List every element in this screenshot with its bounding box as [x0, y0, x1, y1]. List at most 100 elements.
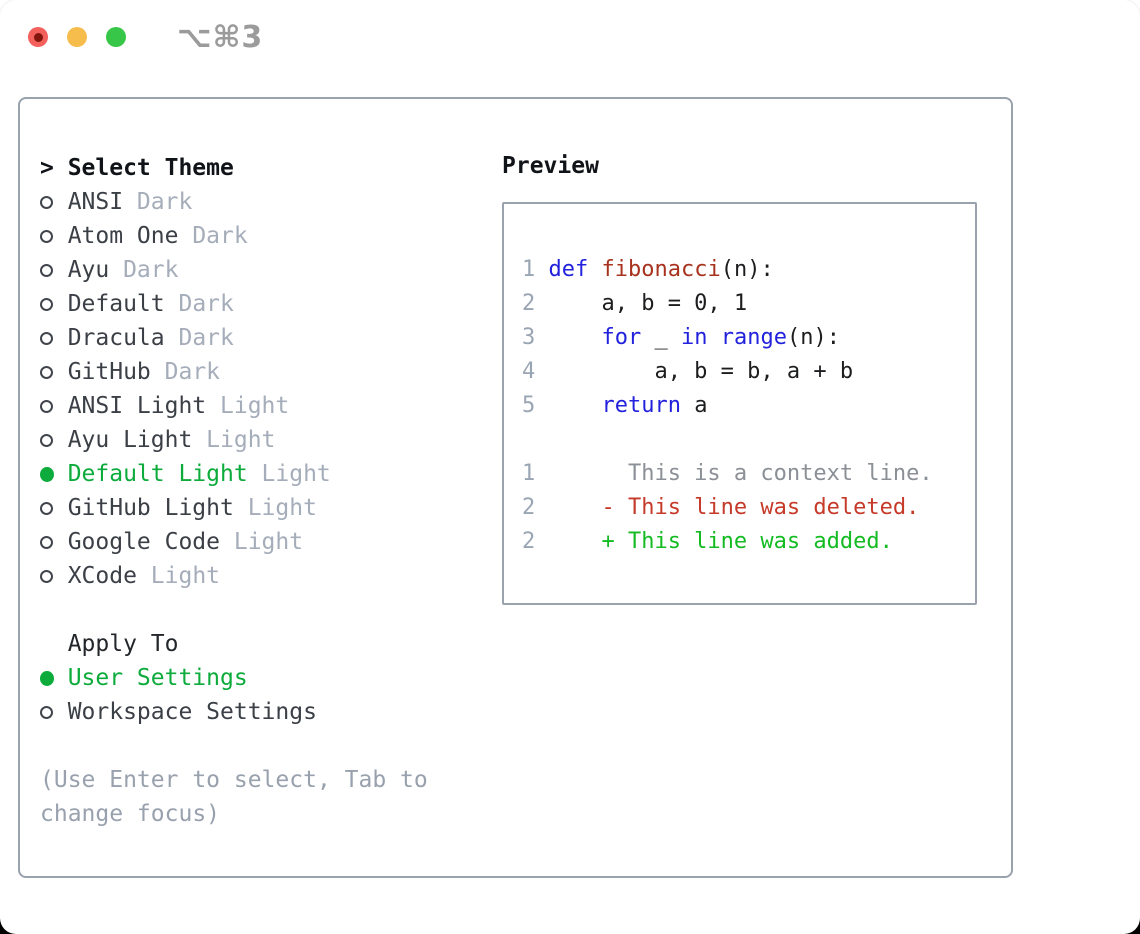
code-line: 5 return a — [522, 388, 975, 422]
theme-variant-label: Light — [233, 529, 304, 555]
theme-name: Ayu Light — [67, 427, 193, 453]
diff-added-line: 2 + This line was added. — [522, 524, 975, 558]
code-line: 2 a, b = 0, 1 — [522, 286, 975, 320]
apply-option-label: Workspace Settings — [67, 699, 317, 725]
apply-option-label: User Settings — [67, 665, 248, 691]
theme-variant-label: Light — [261, 461, 331, 487]
theme-variant-label: Dark — [178, 291, 234, 317]
radio-icon — [40, 195, 54, 209]
titlebar: ⌥⌘3 — [0, 0, 1140, 74]
theme-option-github-light[interactable]: GitHub Light Light — [40, 491, 490, 525]
radio-selected-icon — [40, 466, 54, 482]
code-token: a, b = 0, 1 — [548, 290, 748, 316]
code-token: fibonacci — [601, 256, 721, 282]
code-token: This is a context line. — [548, 460, 933, 486]
theme-name: ANSI Light — [67, 393, 207, 419]
code-token — [548, 325, 601, 350]
theme-option-ansi[interactable]: ANSI Dark — [40, 185, 490, 219]
line-number: 2 — [522, 528, 536, 554]
apply-option-workspace-settings[interactable]: Workspace Settings — [40, 695, 490, 729]
code-token: (n): — [786, 324, 840, 350]
blank-line — [522, 422, 975, 456]
code-token: (n): — [720, 256, 774, 282]
theme-variant-label: Light — [150, 563, 221, 589]
line-number: 4 — [522, 358, 536, 384]
theme-variant-label: Dark — [178, 325, 234, 351]
theme-option-dracula[interactable]: Dracula Dark — [40, 321, 490, 355]
select-theme-title: Select Theme — [67, 155, 234, 181]
theme-option-github[interactable]: GitHub Dark — [40, 355, 490, 389]
theme-option-ayu[interactable]: Ayu Dark — [40, 253, 490, 287]
radio-icon — [40, 399, 54, 413]
theme-name: Atom One — [67, 223, 179, 249]
preview-title: Preview — [502, 153, 599, 179]
code-token: _ — [641, 324, 681, 350]
diff-deleted-line: 2 - This line was deleted. — [522, 490, 975, 524]
code-line: 3 for _ in range(n): — [522, 320, 975, 354]
theme-variant-label: Light — [247, 495, 317, 521]
theme-name: Ayu — [67, 257, 110, 283]
code-token: a, b = b, a + b — [548, 358, 854, 384]
spacer — [40, 593, 490, 627]
close-button[interactable] — [28, 27, 48, 47]
line-number: 1 — [522, 460, 536, 486]
close-dot-icon — [33, 32, 43, 42]
apply-to-title: Apply To — [67, 631, 179, 657]
code-token: for — [601, 324, 642, 350]
theme-option-xcode[interactable]: XCode Light — [40, 559, 490, 593]
code-token — [548, 393, 601, 418]
theme-option-google-code[interactable]: Google Code Light — [40, 525, 490, 559]
theme-variant-label: Dark — [123, 257, 179, 283]
theme-name: GitHub Light — [67, 495, 234, 521]
radio-icon — [40, 501, 54, 515]
radio-selected-icon — [40, 670, 54, 686]
code-token: + This line was added. — [548, 528, 893, 554]
minimize-button[interactable] — [67, 27, 87, 47]
select-theme-header: >Select Theme — [40, 151, 490, 185]
window-title-shortcut: ⌥⌘3 — [177, 19, 264, 55]
radio-icon — [40, 535, 54, 549]
theme-variant-label: Light — [206, 427, 276, 453]
radio-icon — [40, 433, 54, 447]
theme-name: Google Code — [67, 529, 221, 555]
diff-context-line: 1 This is a context line. — [522, 456, 975, 490]
code-token: - This line was deleted. — [548, 494, 920, 520]
theme-name: Dracula — [67, 325, 165, 351]
code-token — [707, 325, 720, 350]
code-token: a — [680, 392, 708, 418]
theme-variant-label: Dark — [192, 223, 248, 249]
theme-name: GitHub — [67, 359, 151, 385]
radio-icon — [40, 263, 54, 277]
line-number: 5 — [522, 392, 536, 418]
theme-variant-label: Dark — [164, 359, 221, 385]
code-token: def — [548, 256, 589, 282]
theme-variant-label: Light — [220, 393, 290, 419]
line-number: 3 — [522, 324, 536, 350]
code-token — [588, 257, 601, 282]
radio-icon — [40, 365, 54, 379]
zoom-button[interactable] — [106, 27, 126, 47]
theme-name: XCode — [67, 563, 137, 589]
theme-option-ayu-light[interactable]: Ayu Light Light — [40, 423, 490, 457]
code-token: return — [601, 392, 681, 418]
apply-option-user-settings[interactable]: User Settings — [40, 661, 490, 695]
radio-icon — [40, 229, 54, 243]
theme-variant-label: Dark — [136, 189, 193, 215]
theme-name: ANSI — [67, 189, 124, 215]
radio-icon — [40, 569, 54, 583]
line-number: 2 — [522, 290, 536, 316]
theme-option-atom-one[interactable]: Atom One Dark — [40, 219, 490, 253]
help-text-line-2: change focus) — [40, 801, 221, 827]
theme-option-ansi-light[interactable]: ANSI Light Light — [40, 389, 490, 423]
radio-icon — [40, 297, 54, 311]
